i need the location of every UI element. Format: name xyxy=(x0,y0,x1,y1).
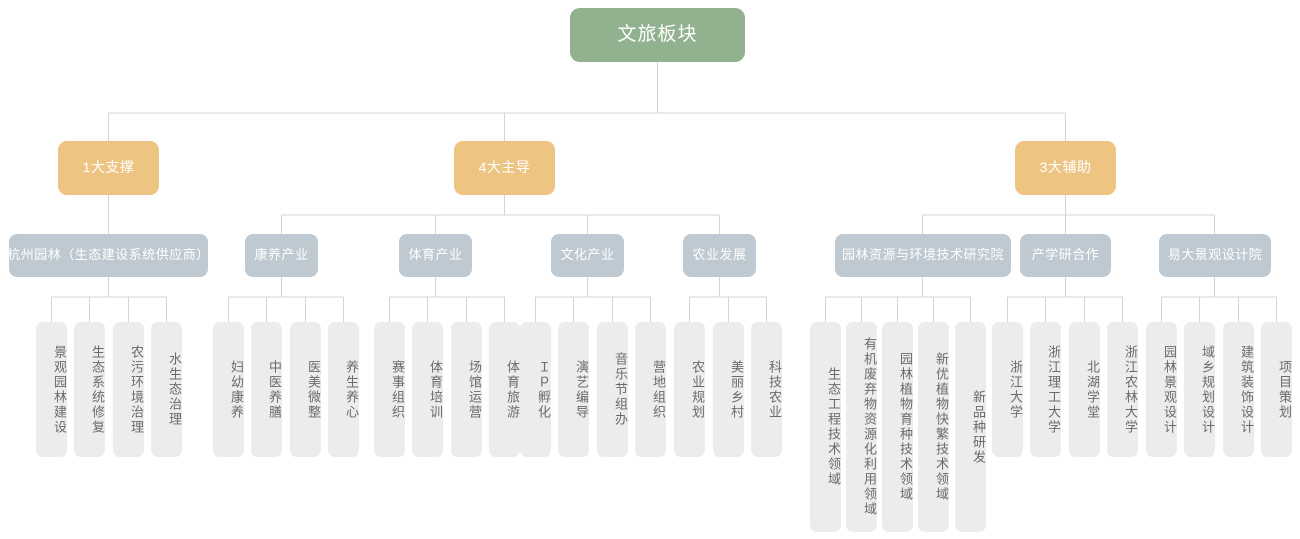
leaf-label: 中医养膳 xyxy=(267,359,282,420)
node-level3-culture-industry-label: 文化产业 xyxy=(560,247,615,263)
leaf-label: 园林景观设计 xyxy=(1162,344,1177,435)
leaf-label: 有机废弃物资源化利用领域 xyxy=(862,337,877,517)
node-level3-industry-academia-label: 产学研合作 xyxy=(1031,247,1100,263)
node-level3-yida-landscape-label: 易大景观设计院 xyxy=(1167,247,1263,263)
leaf-node[interactable]: 景观园林建设 xyxy=(36,322,67,457)
leaf-label: 音乐节组办 xyxy=(613,352,628,427)
leaf-label: 体育培训 xyxy=(428,359,443,420)
node-level3-agriculture[interactable]: 农业发展 xyxy=(683,234,756,277)
leaf-node[interactable]: 妇幼康养 xyxy=(213,322,244,457)
node-level3-industry-academia[interactable]: 产学研合作 xyxy=(1020,234,1111,277)
leaf-node[interactable]: 生态系统修复 xyxy=(74,322,105,457)
node-level2-support-label: 1大支撑 xyxy=(82,159,135,176)
leaf-node[interactable]: 水生态治理 xyxy=(151,322,182,457)
leaf-label: 场馆运营 xyxy=(467,359,482,420)
leaf-label: 农业规划 xyxy=(690,359,705,420)
leaf-label: 美丽乡村 xyxy=(729,359,744,420)
leaf-node[interactable]: 场馆运营 xyxy=(451,322,482,457)
leaf-label: 域乡规划设计 xyxy=(1200,344,1215,435)
leaf-label: 建筑装饰设计 xyxy=(1239,344,1254,435)
leaf-node[interactable]: 赛事组织 xyxy=(374,322,405,457)
leaf-node[interactable]: 体育旅游 xyxy=(489,322,520,457)
leaf-node[interactable]: 园林景观设计 xyxy=(1146,322,1177,457)
leaf-label: 农污环境治理 xyxy=(129,344,144,435)
leaf-node[interactable]: 营地组织 xyxy=(635,322,666,457)
leaf-label: 科技农业 xyxy=(767,359,782,420)
leaf-node[interactable]: 体育培训 xyxy=(412,322,443,457)
leaf-node[interactable]: 音乐节组办 xyxy=(597,322,628,457)
leaf-label: 景观园林建设 xyxy=(52,344,67,435)
leaf-node[interactable]: 域乡规划设计 xyxy=(1184,322,1215,457)
leaf-node[interactable]: 美丽乡村 xyxy=(713,322,744,457)
leaf-node[interactable]: 浙江大学 xyxy=(992,322,1023,457)
node-level3-research-institute-label: 园林资源与环境技术研究院 xyxy=(841,247,1004,263)
node-level3-hangzhou-garden-label: 杭州园林（生态建设系统供应商） xyxy=(7,247,210,263)
leaf-node[interactable]: 中医养膳 xyxy=(251,322,282,457)
node-root[interactable]: 文旅板块 xyxy=(570,8,745,62)
leaf-label: 新优植物快繁技术领域 xyxy=(934,352,949,502)
leaf-node[interactable]: 浙江农林大学 xyxy=(1107,322,1138,457)
node-level3-sports-industry[interactable]: 体育产业 xyxy=(399,234,472,277)
node-level3-research-institute[interactable]: 园林资源与环境技术研究院 xyxy=(835,234,1011,277)
node-level2-leading[interactable]: 4大主导 xyxy=(454,141,555,195)
leaf-node[interactable]: 新优植物快繁技术领域 xyxy=(918,322,949,532)
leaf-label: 养生养心 xyxy=(344,359,359,420)
leaf-label: 生态工程技术领域 xyxy=(826,367,841,487)
leaf-label: 妇幼康养 xyxy=(229,359,244,420)
leaf-label: 赛事组织 xyxy=(390,359,405,420)
leaf-node[interactable]: 北湖学堂 xyxy=(1069,322,1100,457)
leaf-node[interactable]: 生态工程技术领域 xyxy=(810,322,841,532)
node-level2-support[interactable]: 1大支撑 xyxy=(58,141,159,195)
leaf-label: 浙江理工大学 xyxy=(1046,344,1061,435)
leaf-label: 体育旅游 xyxy=(505,359,520,420)
node-root-label: 文旅板块 xyxy=(617,24,698,46)
leaf-node[interactable]: 农业规划 xyxy=(674,322,705,457)
leaf-label: 北湖学堂 xyxy=(1085,359,1100,420)
leaf-node[interactable]: 演艺编导 xyxy=(558,322,589,457)
leaf-node[interactable]: 有机废弃物资源化利用领域 xyxy=(846,322,877,532)
leaf-label: 生态系统修复 xyxy=(90,344,105,435)
leaf-label: 园林植物育种技术领域 xyxy=(898,352,913,502)
leaf-label: 演艺编导 xyxy=(574,359,589,420)
node-level3-health-industry-label: 康养产业 xyxy=(254,247,309,263)
leaf-node[interactable]: 项目策划 xyxy=(1261,322,1292,457)
leaf-label: 水生态治理 xyxy=(167,352,182,427)
node-level2-leading-label: 4大主导 xyxy=(478,159,531,176)
leaf-label: 浙江大学 xyxy=(1008,359,1023,420)
leaf-node[interactable]: 农污环境治理 xyxy=(113,322,144,457)
node-level3-culture-industry[interactable]: 文化产业 xyxy=(551,234,624,277)
leaf-node[interactable]: 新品种研发 xyxy=(955,322,986,532)
node-level3-agriculture-label: 农业发展 xyxy=(692,247,747,263)
leaf-label: 项目策划 xyxy=(1277,359,1292,420)
leaf-label: 医美微整 xyxy=(306,359,321,420)
leaf-label: 浙江农林大学 xyxy=(1123,344,1138,435)
leaf-node[interactable]: 浙江理工大学 xyxy=(1030,322,1061,457)
leaf-label: 营地组织 xyxy=(651,359,666,420)
node-level3-yida-landscape[interactable]: 易大景观设计院 xyxy=(1159,234,1271,277)
leaf-node[interactable]: 养生养心 xyxy=(328,322,359,457)
leaf-label: 新品种研发 xyxy=(971,389,986,465)
node-level3-health-industry[interactable]: 康养产业 xyxy=(245,234,318,277)
leaf-node[interactable]: 园林植物育种技术领域 xyxy=(882,322,913,532)
leaf-label: Ｉｐ孵化 xyxy=(536,359,551,420)
node-level2-auxiliary-label: 3大辅助 xyxy=(1039,159,1092,176)
leaf-node[interactable]: Ｉｐ孵化 xyxy=(520,322,551,457)
leaf-node[interactable]: 建筑装饰设计 xyxy=(1223,322,1254,457)
node-level2-auxiliary[interactable]: 3大辅助 xyxy=(1015,141,1116,195)
leaf-node[interactable]: 科技农业 xyxy=(751,322,782,457)
node-level3-hangzhou-garden[interactable]: 杭州园林（生态建设系统供应商） xyxy=(7,234,210,277)
leaf-node[interactable]: 医美微整 xyxy=(290,322,321,457)
node-level3-sports-industry-label: 体育产业 xyxy=(408,247,463,263)
